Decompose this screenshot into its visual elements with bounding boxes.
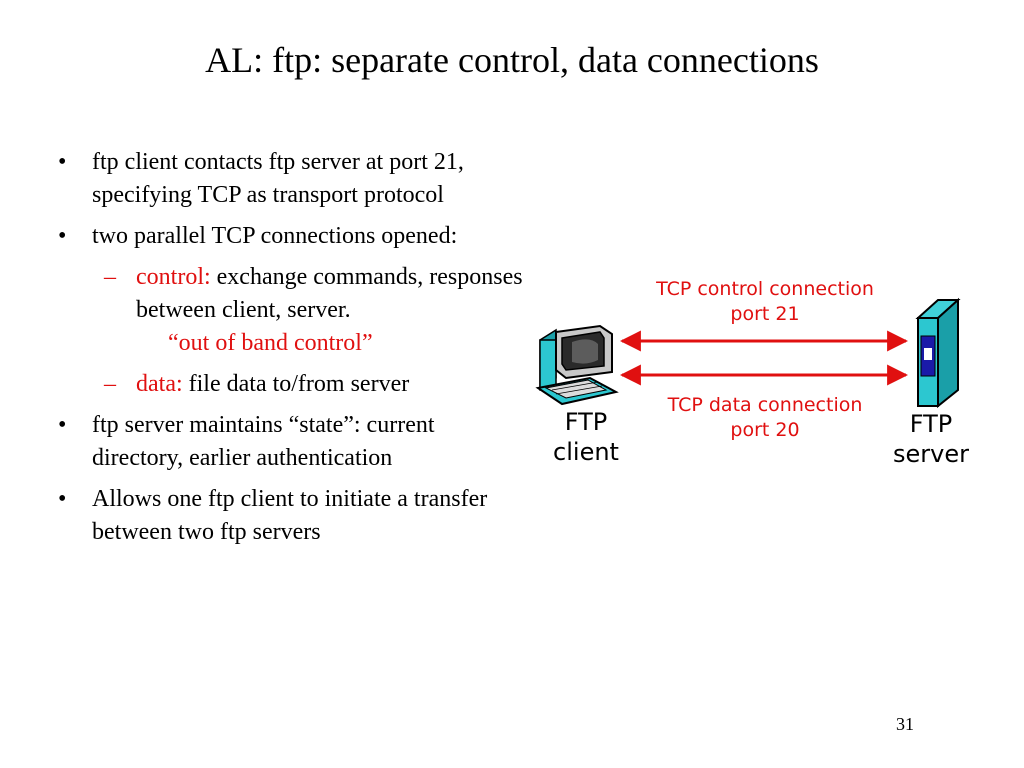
bullet-item: • two parallel TCP connections opened: bbox=[58, 220, 528, 253]
data-text: file data to/from server bbox=[182, 371, 410, 397]
bullet-text: Allows one ftp client to initiate a tran… bbox=[92, 486, 488, 545]
desktop-computer-icon bbox=[535, 324, 619, 406]
control-text: exchange commands, responses between cli… bbox=[136, 264, 523, 323]
dash-mark: – bbox=[104, 264, 116, 290]
control-connection-title: TCP control connection bbox=[656, 278, 874, 300]
dash-mark: – bbox=[104, 371, 116, 397]
bullet-mark: • bbox=[58, 223, 67, 249]
bullet-list: • ftp client contacts ftp server at port… bbox=[58, 146, 528, 557]
ftp-server-label-line2: server bbox=[893, 440, 969, 468]
data-label: data: bbox=[136, 371, 183, 397]
ftp-client-label-line2: client bbox=[553, 438, 619, 466]
bullet-mark: • bbox=[58, 412, 67, 438]
sub-bullet-item: – data: file data to/from server bbox=[104, 368, 528, 401]
bullet-text: ftp server maintains “state”: current di… bbox=[92, 412, 435, 471]
control-label: control: bbox=[136, 264, 211, 290]
control-connection-port: port 21 bbox=[730, 303, 800, 325]
slide-title: AL: ftp: separate control, data connecti… bbox=[205, 40, 819, 80]
bullet-text: ftp client contacts ftp server at port 2… bbox=[92, 149, 464, 208]
ftp-server-label: FTP server bbox=[876, 409, 986, 469]
bullet-mark: • bbox=[58, 486, 67, 512]
bullet-item: • ftp client contacts ftp server at port… bbox=[58, 146, 528, 212]
bullet-item: • ftp server maintains “state”: current … bbox=[58, 409, 528, 475]
ftp-client-label: FTP client bbox=[536, 407, 636, 467]
bullet-mark: • bbox=[58, 149, 67, 175]
ftp-server-label-line1: FTP bbox=[909, 410, 953, 438]
data-connection-title: TCP data connection bbox=[667, 394, 863, 416]
bullet-text: two parallel TCP connections opened: bbox=[92, 223, 458, 249]
out-of-band-quote: “out of band control” bbox=[168, 330, 373, 356]
page-number: 31 bbox=[896, 714, 914, 734]
quote-line: “out of band control” bbox=[104, 327, 528, 360]
bullet-item: • Allows one ftp client to initiate a tr… bbox=[58, 483, 528, 549]
data-connection-label: TCP data connection port 20 bbox=[630, 393, 900, 443]
data-connection-port: port 20 bbox=[730, 419, 800, 441]
control-connection-label: TCP control connection port 21 bbox=[630, 277, 900, 327]
ftp-client-label-line1: FTP bbox=[564, 408, 608, 436]
sub-bullet-item: – control: exchange commands, responses … bbox=[104, 261, 528, 327]
server-tower-icon bbox=[915, 297, 961, 409]
